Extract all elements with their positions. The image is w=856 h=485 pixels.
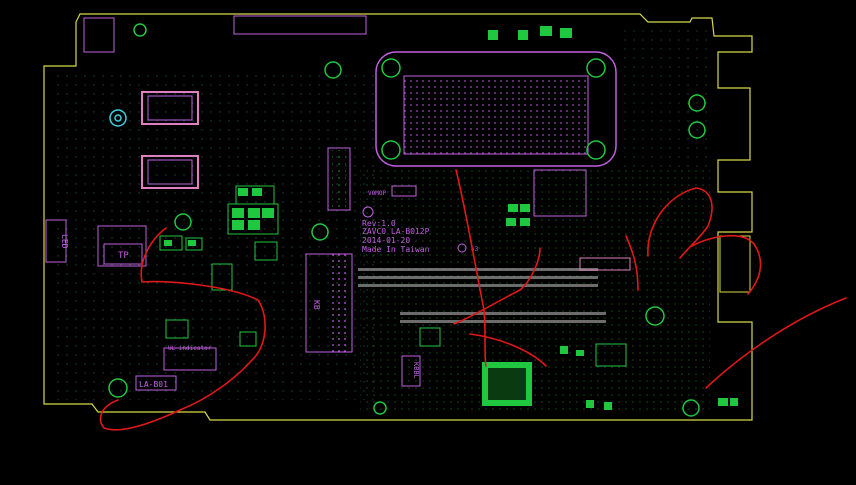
mounting-holes	[108, 23, 706, 417]
kb-connector: KB	[305, 253, 353, 353]
circle-pad-icon	[586, 58, 606, 78]
circle-pad-icon	[381, 58, 401, 78]
circle-pad-icon	[688, 121, 706, 139]
tp-label: TP	[118, 251, 129, 261]
cpu-mark: VOMOP	[368, 190, 386, 197]
circle-pad-icon	[688, 94, 706, 112]
circle-pad-icon	[311, 223, 329, 241]
kb-label: KB	[312, 300, 321, 310]
circle-pad-icon	[373, 401, 387, 415]
cpu-socket	[375, 51, 617, 167]
red-annotations	[99, 169, 847, 431]
top-connector	[233, 15, 367, 35]
date-text: 2014-01-20	[362, 236, 410, 245]
circle-pad-icon	[109, 109, 127, 127]
circle-pad-icon	[381, 140, 401, 160]
circle-pad-icon	[108, 378, 128, 398]
circle-pad-icon	[586, 140, 606, 160]
circle-pad-icon	[645, 306, 665, 326]
board-outline	[43, 13, 753, 421]
circle-pad-icon	[133, 23, 147, 37]
circle-pad-icon	[682, 399, 700, 417]
model-text: ZAVC0 LA-B012P	[362, 227, 430, 236]
recycle-icon	[362, 206, 374, 218]
led-label: LED	[60, 234, 69, 249]
circle-pad-icon	[324, 61, 342, 79]
circle-pad-icon	[174, 213, 192, 231]
kbbl-label: KBBL	[412, 362, 420, 379]
ec-chip	[478, 362, 532, 406]
ul-indicator-label: UL indicator	[168, 345, 212, 352]
rohs-mark: e3	[471, 246, 479, 253]
rev-text: Rev:1.0	[362, 219, 396, 228]
board-markings: VOMOP Rev:1.0 ZAVC0 LA-B012P 2014-01-20 …	[362, 185, 479, 254]
made-in-text: Made In Taiwan	[362, 245, 430, 254]
board-id-label: LA-B01	[139, 380, 168, 389]
